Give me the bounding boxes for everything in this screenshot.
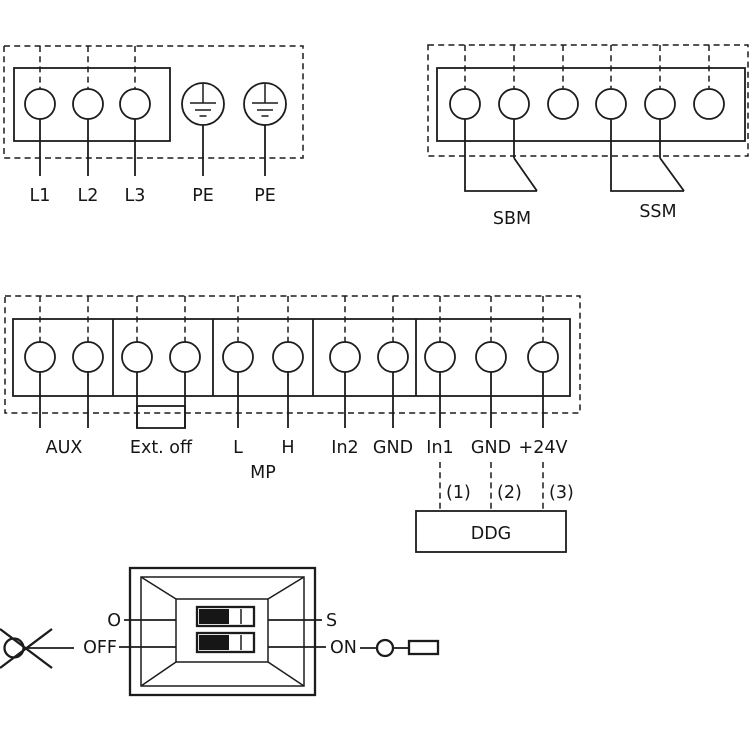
terminal-label-gnd-2: GND — [471, 438, 511, 458]
dip-label-off: OFF — [83, 638, 117, 658]
terminal-label-in2: In2 — [331, 438, 358, 458]
dip-recess — [175, 598, 269, 663]
terminal-label-l1: L1 — [30, 186, 51, 206]
mains-dashed-wires — [39, 46, 136, 89]
dip-outer-housing — [128, 566, 317, 697]
mains-wires — [39, 119, 136, 176]
mains-terminal-block: L1 L2 L3 PE PE — [3, 45, 304, 206]
terminal-label-l2: L2 — [78, 186, 99, 206]
terminal-label-ext-off: Ext. off — [130, 438, 193, 458]
control-dashed-wires — [39, 296, 544, 342]
sensor-pin-2: (2) — [497, 483, 522, 503]
terminal-circle — [377, 341, 409, 373]
terminal-circle — [693, 88, 725, 120]
terminal-label-aux: AUX — [46, 438, 83, 458]
mains-terminal-strip — [13, 67, 171, 142]
relay-terminal-strip — [436, 67, 746, 142]
terminal-circle — [24, 341, 56, 373]
dip-label-o: O — [107, 611, 121, 631]
terminal-circle — [329, 341, 361, 373]
terminal-circle — [475, 341, 507, 373]
terminal-circle — [424, 341, 456, 373]
terminal-circle — [527, 341, 559, 373]
dip-switch-figure: O S OFF ON — [0, 566, 440, 697]
control-dashed-outline — [4, 295, 581, 414]
terminal-label-gnd-1: GND — [373, 438, 413, 458]
dip-inner-housing — [140, 576, 305, 687]
terminal-label-l: L — [233, 438, 243, 458]
ddg-sensor-connection: (1) (2) (3) DDG — [415, 462, 574, 553]
dip-rocker-2 — [195, 631, 256, 654]
relay-label-sbm: SBM — [493, 209, 531, 229]
sbm-contact-symbol — [464, 119, 538, 192]
terminal-circle — [547, 88, 579, 120]
sensor-pin-3: (3) — [549, 483, 574, 503]
ddg-label: DDG — [471, 524, 512, 544]
terminal-circle-l2 — [72, 88, 104, 120]
on-plug-icon — [360, 638, 440, 658]
terminal-circle — [169, 341, 201, 373]
dip-label-on: ON — [330, 638, 357, 658]
terminal-circle — [72, 341, 104, 373]
ddg-box — [415, 510, 567, 553]
terminal-circle — [449, 88, 481, 120]
off-prohibited-icon — [0, 628, 74, 669]
terminal-circle — [644, 88, 676, 120]
dip-label-s: S — [326, 611, 337, 631]
terminal-circle — [272, 341, 304, 373]
terminal-label-24v: +24V — [519, 438, 568, 458]
terminal-circle — [222, 341, 254, 373]
dip-perspective-lines — [140, 576, 305, 687]
terminal-label-in1: In1 — [426, 438, 453, 458]
earth-icon — [181, 82, 225, 176]
terminal-circle-l1 — [24, 88, 56, 120]
dip-rocker-1 — [195, 605, 256, 628]
control-terminal-strip — [12, 318, 571, 397]
mains-dashed-outline — [3, 45, 304, 159]
terminal-label-h: H — [281, 438, 294, 458]
terminal-label-l3: L3 — [125, 186, 146, 206]
terminal-label-pe-1: PE — [192, 186, 214, 206]
control-terminal-block: AUX Ext. off L H In2 GND In1 GND +24V MP… — [4, 295, 581, 553]
terminal-circle — [595, 88, 627, 120]
terminal-label-pe-2: PE — [254, 186, 276, 206]
terminal-circle — [498, 88, 530, 120]
relay-dashed-outline — [427, 44, 749, 157]
relay-dashed-wires — [464, 45, 710, 89]
sensor-pin-1: (1) — [446, 483, 471, 503]
terminal-group-dividers — [112, 319, 417, 396]
sensor-dashed-wires — [439, 462, 544, 511]
earth-icon — [243, 82, 287, 176]
terminal-circle — [121, 341, 153, 373]
relay-terminal-block: SBM SSM — [427, 44, 749, 229]
ext-off-jumper — [136, 405, 186, 429]
ssm-contact-symbol — [610, 119, 685, 192]
terminal-circle-l3 — [119, 88, 151, 120]
control-wires — [39, 372, 544, 428]
mp-label: MP — [250, 463, 276, 483]
relay-label-ssm: SSM — [639, 202, 676, 222]
